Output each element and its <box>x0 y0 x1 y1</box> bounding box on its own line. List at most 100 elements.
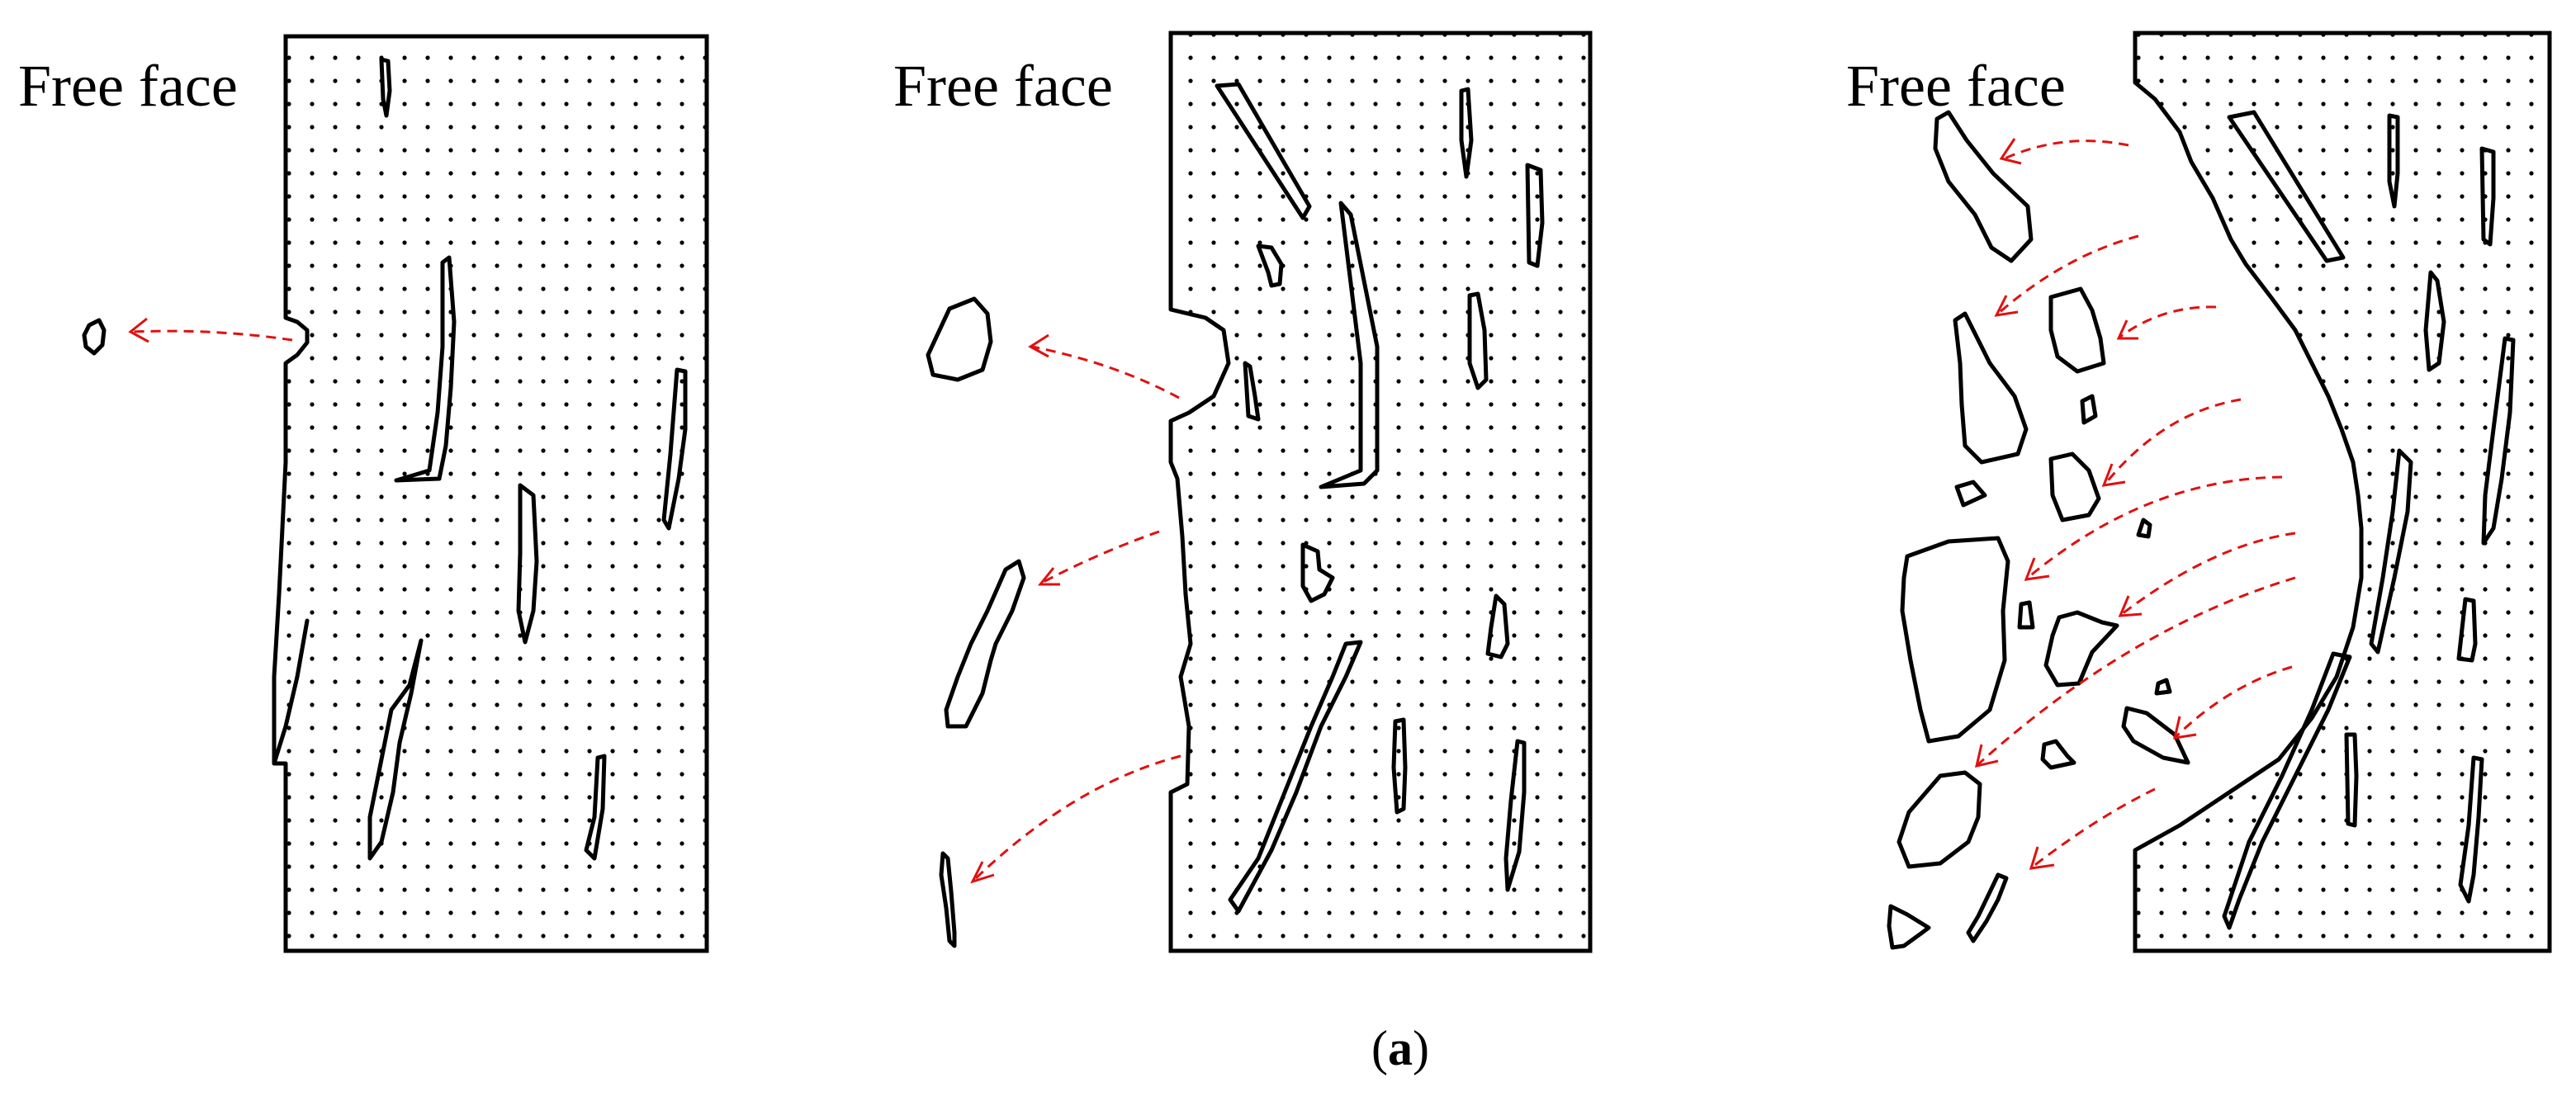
ejected-fragment <box>1900 536 2010 744</box>
rock-block <box>272 34 709 953</box>
arrow-line <box>2175 665 2293 738</box>
crack <box>2456 597 2478 663</box>
arrow-head <box>1994 295 2019 317</box>
arrow-head <box>2024 557 2050 581</box>
crack <box>1467 291 1489 390</box>
ejected-fragment <box>2040 739 2076 770</box>
free-face-surface <box>272 315 310 766</box>
ejected-fragment <box>1954 480 1987 508</box>
ejected-fragment <box>2154 678 2172 696</box>
crack <box>272 618 310 766</box>
rock-block-fill <box>274 36 707 951</box>
ejected-fragments <box>1887 110 2190 950</box>
crack <box>1256 243 1284 288</box>
crack <box>2458 755 2484 904</box>
rock-block-outline <box>2133 31 2552 953</box>
figure-caption: (a) <box>1371 1021 1429 1075</box>
crack <box>661 367 688 531</box>
arrow-line <box>2004 139 2129 160</box>
rock-block-fill <box>1171 33 1590 951</box>
arrow-head <box>1999 138 2022 165</box>
arrow-head <box>128 317 149 343</box>
arrow-head <box>2173 716 2197 740</box>
arrow-head <box>2029 846 2055 870</box>
ejected-fragments <box>926 296 1026 948</box>
arrow-line <box>2121 532 2296 616</box>
crack <box>2227 110 2346 263</box>
ejected-fragment <box>1953 311 2029 465</box>
free-face-label: Free face <box>1846 53 2066 119</box>
cracks <box>2222 110 2516 930</box>
crack <box>2481 336 2516 546</box>
ejected-fragment <box>1933 110 2034 263</box>
ejected-fragment <box>926 296 993 382</box>
rock-block-fill <box>2135 33 2550 951</box>
crack <box>1300 542 1335 603</box>
ejected-fragment <box>944 559 1026 729</box>
crack <box>1228 640 1363 914</box>
crack <box>2344 732 2359 828</box>
panel-3: Free face <box>1846 31 2552 953</box>
arrow-line <box>1041 530 1160 584</box>
ejected-fragment <box>1966 872 2009 943</box>
crack <box>2369 448 2413 655</box>
arrow-line <box>131 329 293 342</box>
arrow-line <box>1031 345 1180 399</box>
free-face-surface <box>1168 307 1231 795</box>
caption-letter: a <box>1388 1021 1413 1075</box>
arrow-line <box>2104 398 2242 484</box>
arrow-head <box>1037 567 1060 586</box>
crack <box>2423 270 2446 372</box>
rock-block <box>1168 31 1593 953</box>
crack <box>2222 651 2352 930</box>
cracks <box>1215 82 1545 914</box>
arrow-head <box>970 861 995 884</box>
crack <box>584 754 607 861</box>
ejected-fragment <box>1887 904 1931 950</box>
crack <box>1215 82 1312 220</box>
ejection-arrows <box>1974 138 2296 870</box>
crack <box>379 57 392 118</box>
arrow-line <box>1997 234 2139 315</box>
crack <box>1485 593 1510 659</box>
arrow-head <box>2101 463 2126 487</box>
crack <box>2479 146 2496 247</box>
crack <box>1243 361 1261 422</box>
panel-2: Free face <box>893 31 1593 953</box>
arrow-line <box>2032 787 2156 868</box>
ejected-fragment <box>2136 518 2152 539</box>
ejected-fragment <box>2043 610 2119 688</box>
ejected-fragment <box>1896 770 1982 869</box>
ejection-arrows <box>970 333 1181 884</box>
arrow-line <box>2119 305 2217 338</box>
rock-block-outline <box>283 34 709 953</box>
arrow-line <box>2027 475 2283 579</box>
caption-paren-close: ) <box>1413 1021 1429 1075</box>
arrow-head <box>2116 319 2138 340</box>
arrow-line <box>973 754 1181 881</box>
crack <box>1503 739 1527 892</box>
crack <box>1459 87 1474 179</box>
free-face-label: Free face <box>18 53 238 119</box>
crack <box>1319 201 1380 489</box>
free-face-label: Free face <box>893 53 1113 119</box>
arrow-head <box>1974 744 1999 768</box>
arrow-head <box>1028 333 1049 358</box>
caption-paren-open: ( <box>1371 1021 1388 1075</box>
arrow-head <box>2118 595 2143 617</box>
ejected-fragment <box>2048 451 2101 522</box>
cracks <box>272 57 688 861</box>
ejected-fragment <box>2080 394 2098 425</box>
crack <box>516 483 539 645</box>
ejected-fragment <box>2121 706 2190 765</box>
arrow-line <box>1977 576 2296 766</box>
crack <box>367 638 424 861</box>
crack <box>2387 113 2400 209</box>
ejected-fragment <box>2048 286 2106 374</box>
crack <box>394 255 457 483</box>
panel-1: Free face <box>18 34 709 953</box>
ejected-fragment <box>939 851 957 948</box>
ejected-fragment <box>82 318 107 356</box>
rock-block-outline <box>1168 31 1593 953</box>
